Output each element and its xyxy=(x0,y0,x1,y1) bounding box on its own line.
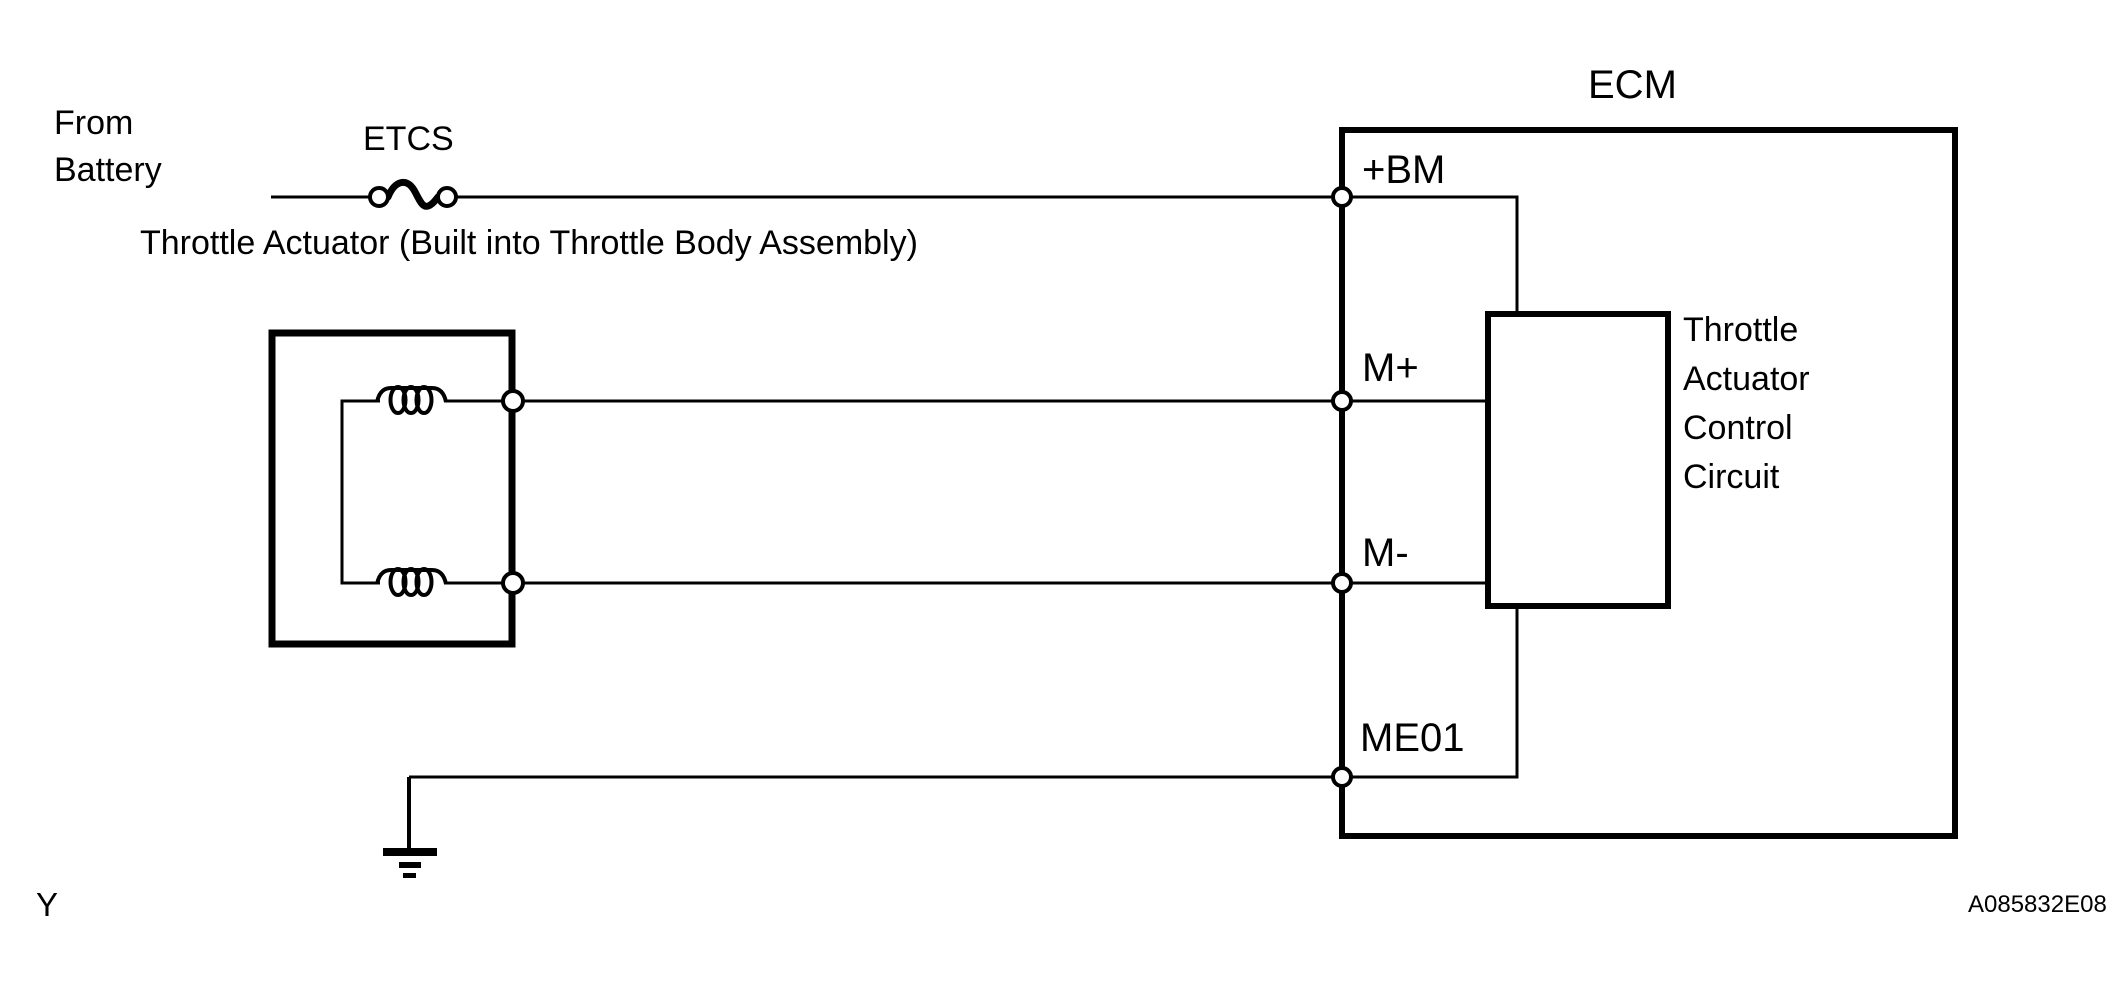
me01-internal-wire xyxy=(1342,606,1519,779)
actuator-terminal-top xyxy=(501,389,525,413)
ground-symbol xyxy=(383,777,437,878)
terminal-label-m-plus: M+ xyxy=(1362,346,1419,390)
fuse-right-terminal xyxy=(436,186,458,208)
coil-symbol-top xyxy=(375,385,448,415)
ecm-box xyxy=(1339,127,1958,839)
fuse-left-terminal xyxy=(368,186,390,208)
bm-internal-wire xyxy=(1342,195,1519,314)
page-marker: Y xyxy=(36,886,59,923)
ecm-terminal-me01 xyxy=(1331,766,1353,788)
terminal-label-me01: ME01 xyxy=(1360,716,1465,760)
from-battery-label: From Battery xyxy=(54,104,162,189)
coil-symbol-bottom xyxy=(375,567,448,597)
diagram-caption: Throttle Actuator (Built into Throttle B… xyxy=(140,224,918,262)
terminal-label-m-minus: M- xyxy=(1362,531,1409,575)
ecm-terminal-m-minus xyxy=(1331,572,1353,594)
fuse-element xyxy=(384,178,442,210)
throttle-actuator-box xyxy=(268,329,516,648)
actuator-terminal-bottom xyxy=(501,571,525,595)
figure-id: A085832E08 xyxy=(1968,891,2107,918)
ecm-terminal-bm xyxy=(1331,186,1353,208)
control-circuit-label: Throttle Actuator Control Circuit xyxy=(1683,311,1810,496)
actuator-winding-circuit xyxy=(340,399,513,585)
ecm-terminal-m-plus xyxy=(1331,390,1353,412)
terminal-label-bm: +BM xyxy=(1362,148,1446,192)
fuse-symbol xyxy=(368,178,458,210)
control-circuit-box xyxy=(1485,311,1671,609)
ecm-title: ECM xyxy=(1588,63,1677,107)
diagram-lines xyxy=(268,127,1958,878)
fuse-name-label: ETCS xyxy=(363,120,454,158)
